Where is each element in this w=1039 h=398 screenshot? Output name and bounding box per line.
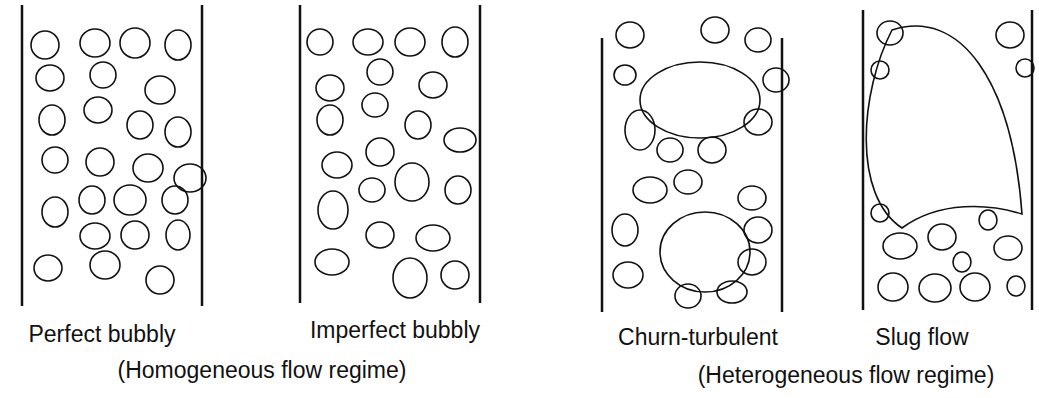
- bubble: [883, 233, 917, 259]
- group-label: (Heterogeneous flow regime): [698, 363, 995, 388]
- bubble: [674, 170, 702, 194]
- bubble: [1007, 276, 1025, 296]
- bubble: [625, 110, 655, 150]
- channel-wall: [601, 38, 604, 312]
- bubble: [996, 22, 1024, 48]
- bubble: [162, 186, 188, 214]
- bubble: [1016, 59, 1034, 77]
- bubble: [979, 210, 997, 230]
- channel-wall: [201, 5, 204, 306]
- bubble: [701, 17, 729, 43]
- bubble: [359, 178, 385, 202]
- bubble: [317, 105, 343, 135]
- bubble: [120, 28, 150, 58]
- bubble: [322, 152, 352, 178]
- bubble: [675, 284, 701, 308]
- bubble: [660, 212, 750, 292]
- bubble: [738, 186, 766, 210]
- bubble: [362, 93, 388, 117]
- bubble: [445, 176, 471, 204]
- regime-label: Imperfect bubbly: [310, 318, 480, 343]
- bubble: [395, 163, 429, 201]
- bubble: [698, 137, 726, 163]
- bubble: [745, 28, 771, 52]
- regime-label: Churn-turbulent: [618, 325, 778, 350]
- bubble: [405, 111, 431, 139]
- bubble: [763, 68, 789, 92]
- bubble: [366, 138, 394, 166]
- bubble: [90, 251, 120, 279]
- bubble: [145, 76, 175, 104]
- channel-wall: [1031, 10, 1034, 310]
- bubble: [127, 111, 153, 139]
- bubble: [42, 197, 68, 227]
- bubble: [953, 252, 971, 272]
- bubble: [367, 59, 393, 85]
- group-label: (Homogeneous flow regime): [118, 358, 407, 383]
- bubble: [614, 65, 636, 85]
- bubble: [146, 266, 174, 294]
- bubble: [36, 65, 64, 91]
- bubble: [395, 28, 425, 56]
- bubble: [79, 186, 105, 214]
- bubble: [316, 75, 344, 101]
- bubble: [165, 117, 191, 147]
- bubble: [307, 29, 333, 55]
- bubble: [419, 72, 447, 98]
- bubble: [871, 204, 889, 222]
- bubble: [442, 27, 468, 57]
- bubble: [174, 164, 206, 192]
- bubble: [166, 220, 190, 250]
- bubble: [114, 185, 146, 215]
- bubble: [616, 22, 644, 48]
- bubble: [612, 214, 638, 246]
- bubble: [39, 105, 65, 135]
- bubble: [318, 191, 348, 229]
- bubble: [121, 221, 149, 249]
- channel-wall: [479, 5, 482, 303]
- bubble: [315, 249, 349, 275]
- bubble: [34, 255, 62, 281]
- bubble: [84, 97, 112, 123]
- bubble: [919, 274, 951, 302]
- regime-label: Slug flow: [875, 325, 968, 350]
- channel-wall: [21, 5, 24, 306]
- bubble: [353, 29, 383, 55]
- slug-bubble: [866, 26, 1022, 228]
- bubble: [994, 236, 1022, 260]
- channel-wall: [781, 38, 784, 312]
- bubble: [133, 154, 163, 182]
- channel-wall: [862, 10, 865, 310]
- bubble: [444, 128, 476, 152]
- bubble: [31, 31, 59, 59]
- channel-wall: [299, 5, 302, 303]
- bubble: [738, 249, 766, 275]
- bubble: [657, 138, 683, 162]
- bubble: [441, 261, 469, 289]
- bubble: [928, 224, 956, 250]
- bubble: [86, 148, 114, 176]
- bubble: [877, 21, 903, 45]
- bubble: [878, 273, 908, 301]
- bubble: [90, 62, 116, 88]
- bubble: [80, 223, 110, 249]
- bubble: [416, 225, 450, 251]
- bubble: [42, 147, 68, 173]
- bubble: [366, 222, 394, 248]
- bubble: [165, 30, 191, 60]
- regime-label: Perfect bubbly: [28, 322, 175, 347]
- bubble: [633, 177, 667, 203]
- bubble: [80, 29, 110, 57]
- bubble: [871, 61, 889, 79]
- bubble: [393, 258, 427, 298]
- bubble: [640, 62, 760, 138]
- bubble: [613, 262, 643, 288]
- bubble: [960, 273, 990, 301]
